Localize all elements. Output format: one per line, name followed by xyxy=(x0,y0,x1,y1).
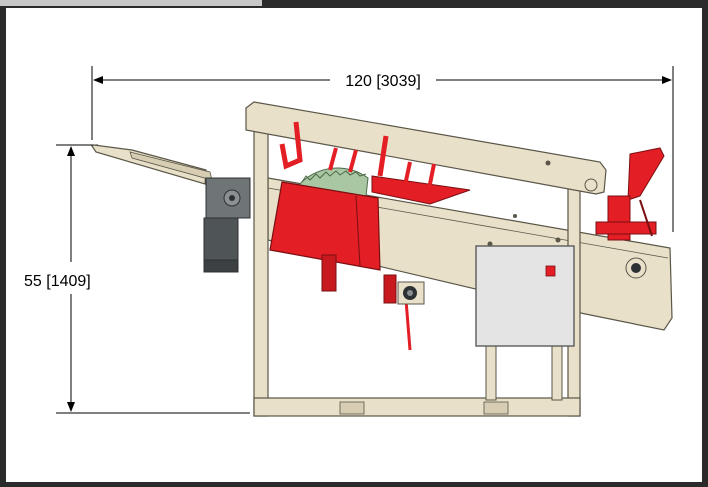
control-panel-box xyxy=(475,245,575,347)
viewer-tab[interactable] xyxy=(0,0,262,6)
panel-switch-icon xyxy=(545,265,556,277)
guard-housing xyxy=(269,181,381,271)
drive-motor xyxy=(203,177,251,273)
width-dimension-label: 120 [3039] xyxy=(345,73,421,90)
infeed-conveyor xyxy=(91,144,213,185)
frame-post-left xyxy=(253,119,269,417)
height-dimension-label: 55 [1409] xyxy=(24,273,91,290)
outfeed-pulley xyxy=(625,257,647,279)
machine-frame xyxy=(253,119,581,417)
motor-body xyxy=(203,217,239,265)
control-panel xyxy=(475,245,575,347)
frame-base xyxy=(253,397,581,417)
blade-guard xyxy=(269,121,471,351)
outfeed-stop xyxy=(595,147,665,241)
idler-pulley xyxy=(397,281,425,305)
top-beam xyxy=(245,101,607,195)
width-dimension: 120 [3039] xyxy=(91,66,674,232)
height-dimension: 55 [1409] xyxy=(24,144,250,414)
